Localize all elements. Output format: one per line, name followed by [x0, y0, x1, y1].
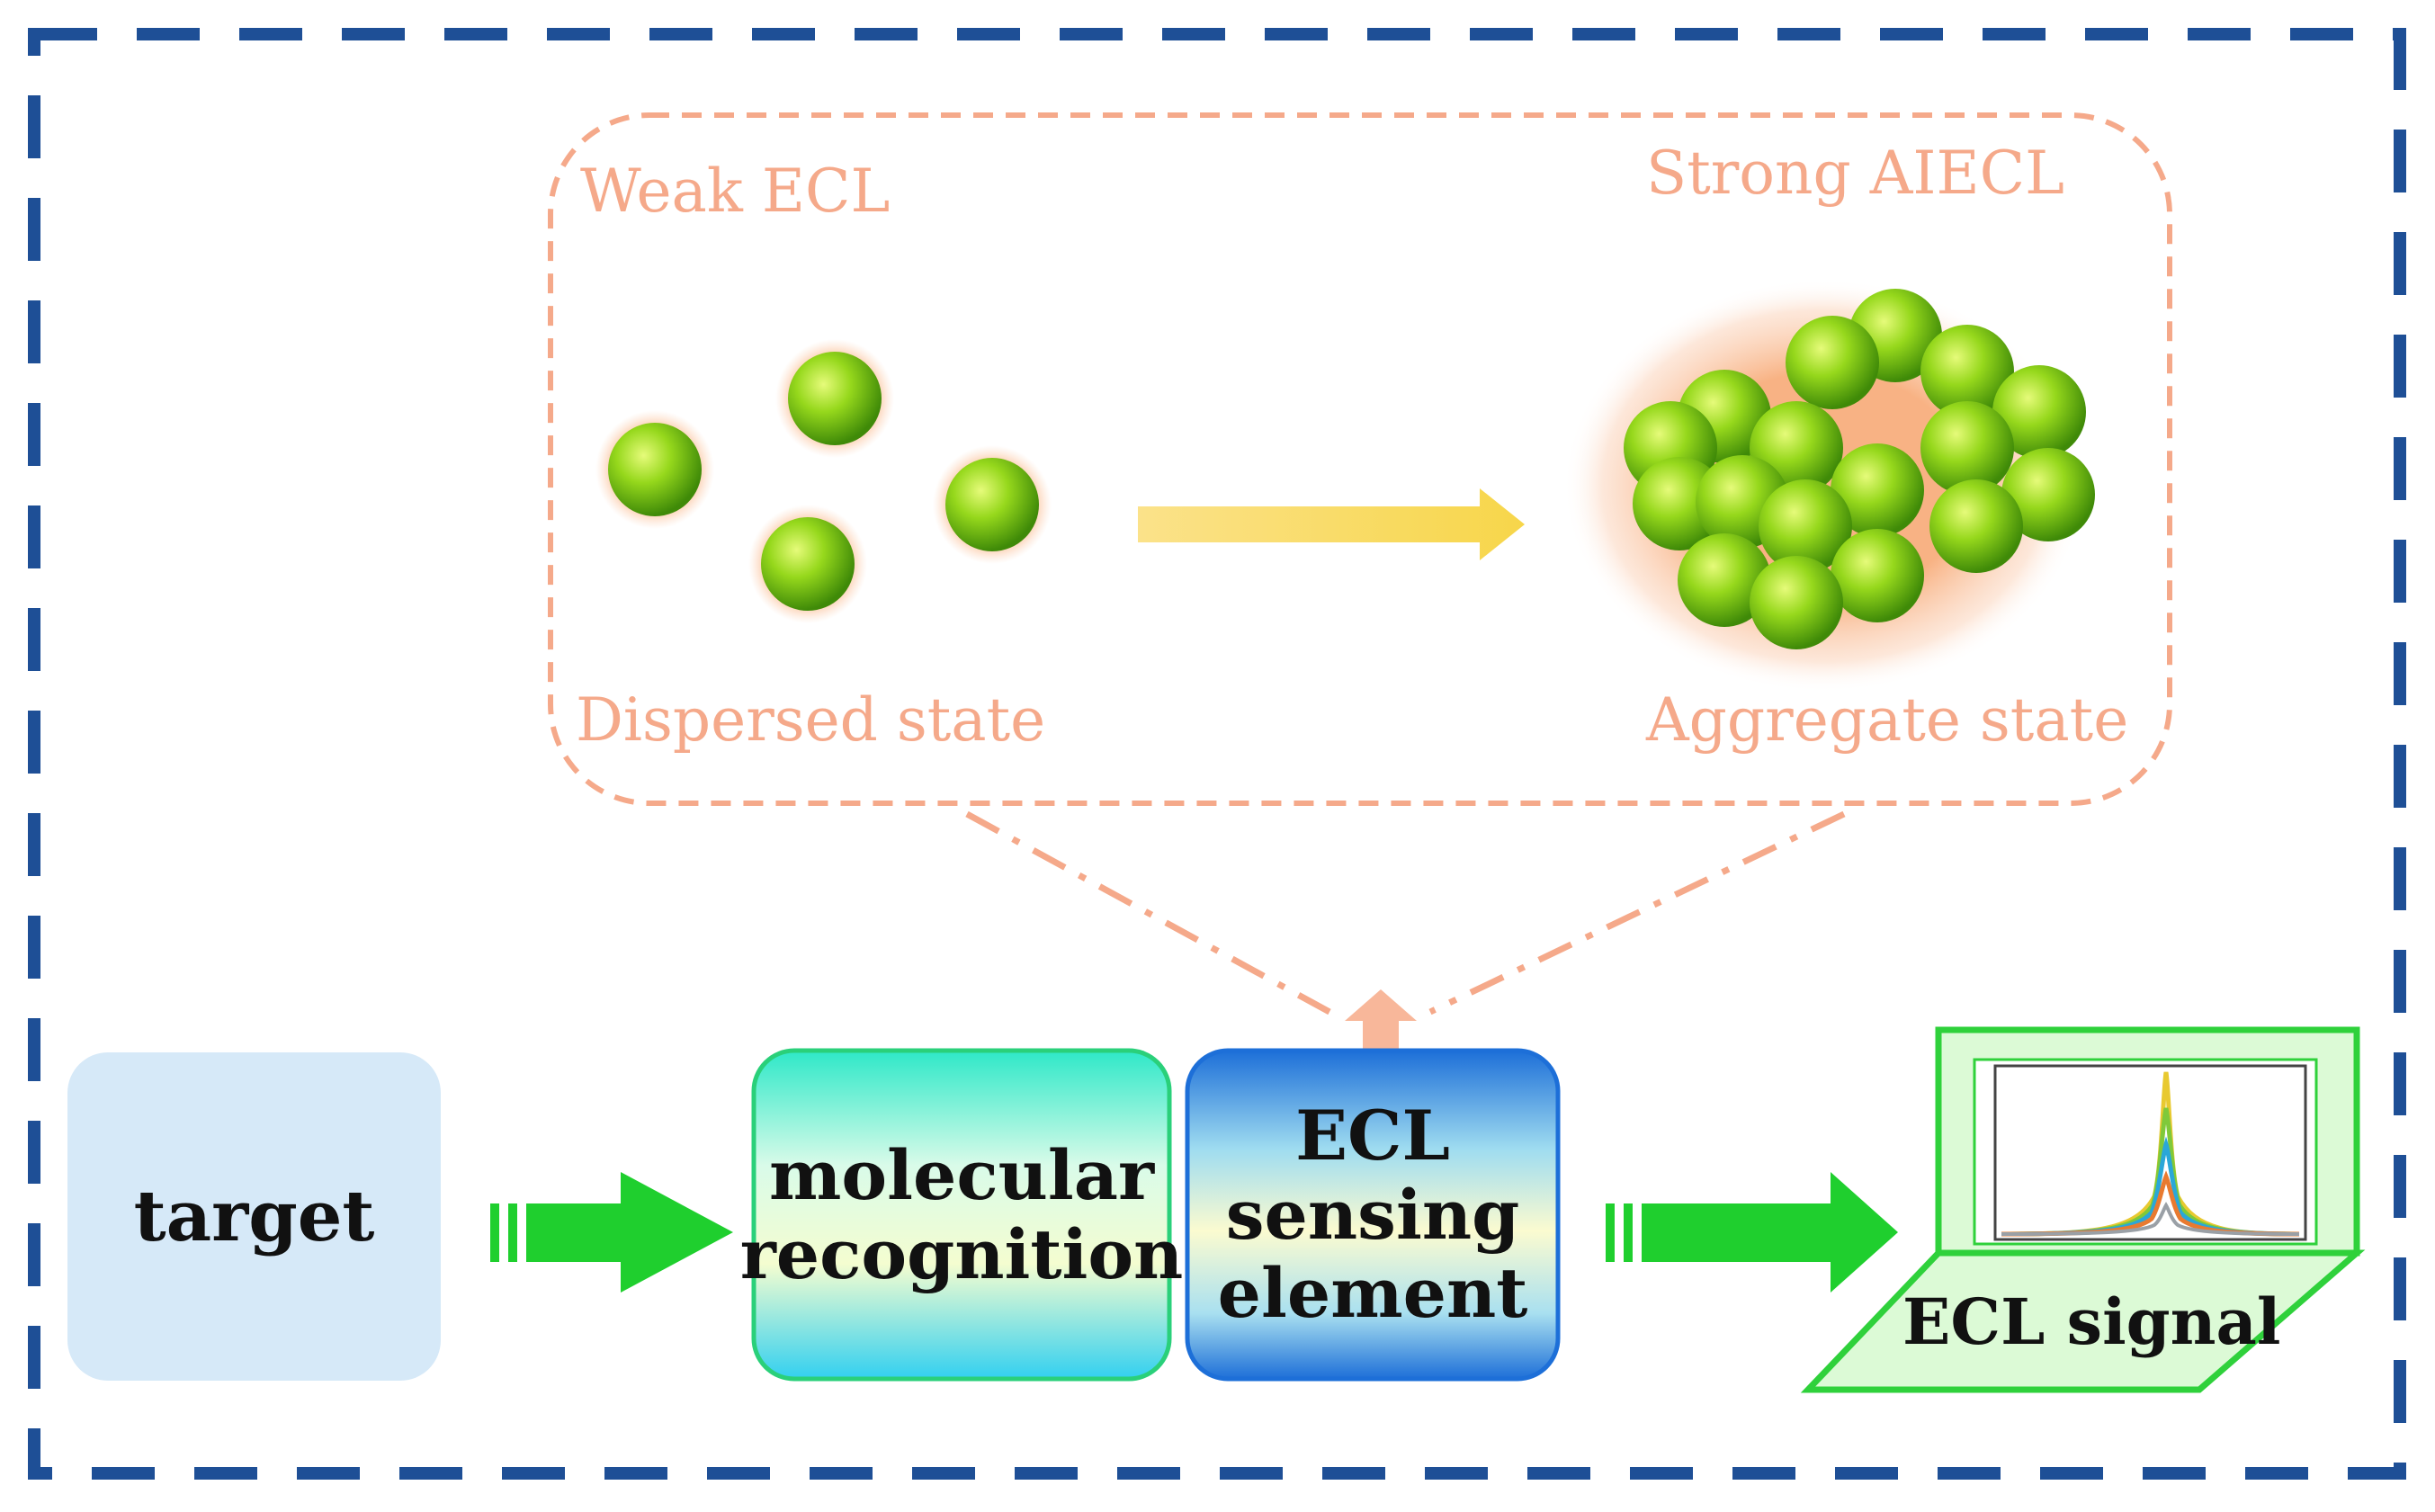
- weak-ecl-label: Weak ECL: [580, 157, 891, 226]
- recognition-box: molecular recognition: [740, 1051, 1184, 1379]
- sensing-line2: sensing: [1225, 1174, 1520, 1255]
- green-arrow-1: [490, 1172, 733, 1293]
- green-arrow-2: [1606, 1172, 1898, 1293]
- aggregate-cluster: [1563, 279, 2095, 693]
- connector-right: [1428, 810, 1846, 1015]
- strong-aiecl-label: Strong AIECL: [1646, 139, 2064, 208]
- peach-up-arrow: [1345, 989, 1417, 1057]
- recognition-line1: molecular: [768, 1135, 1155, 1216]
- dispersed-state-label: Dispersed state: [576, 685, 1046, 755]
- sensing-line1: ECL: [1295, 1096, 1450, 1176]
- target-label: target: [133, 1175, 375, 1257]
- connector-left: [965, 810, 1331, 1015]
- sensing-box: ECL sensing element: [1187, 1051, 1558, 1379]
- sensing-box-shape: [1185, 1048, 1561, 1382]
- target-box-shape: [67, 1052, 441, 1381]
- aggregation-arrow: [1138, 488, 1525, 560]
- laptop-icon: [1800, 1026, 2366, 1393]
- ecl-peak-plot: [1993, 1064, 2307, 1241]
- dispersed-spheres: [595, 339, 1052, 623]
- outer-dashed-border: [28, 28, 2406, 1480]
- ecl-signal-label: ECL signal: [1902, 1284, 2281, 1359]
- aggregation-panel-border: [548, 112, 2172, 806]
- recognition-box-shape: [751, 1048, 1172, 1382]
- recognition-line2: recognition: [739, 1213, 1184, 1294]
- target-box: target: [67, 1052, 441, 1381]
- aggregate-state-label: Aggregate state: [1646, 685, 2129, 755]
- sensing-line3: element: [1217, 1253, 1528, 1334]
